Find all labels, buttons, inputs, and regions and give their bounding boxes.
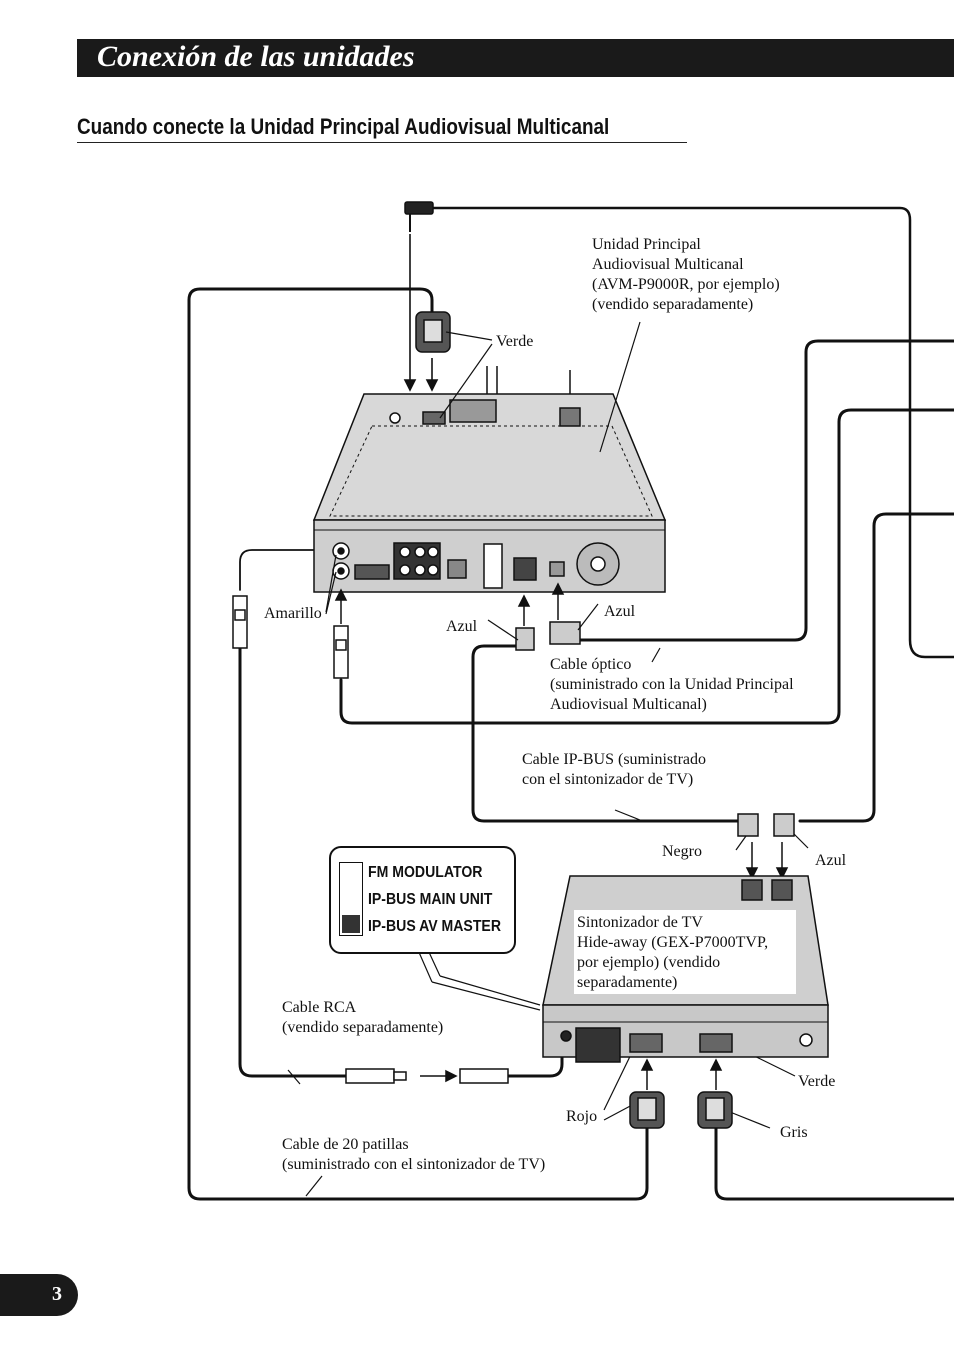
connectors-20pin-bottom	[629, 1058, 733, 1129]
label-gris: Gris	[780, 1124, 808, 1141]
page-subtitle: Cuando conecte la Unidad Principal Audio…	[77, 112, 687, 143]
section-title: Conexión de las unidades	[97, 40, 415, 73]
connectors-tuner-top	[737, 813, 795, 880]
cable-20pin-loop	[187, 287, 649, 1201]
label-cable-rca: Cable RCA (vendido separadamente)	[282, 999, 444, 1036]
head-unit	[312, 366, 667, 593]
connector-20pin-top	[415, 311, 451, 353]
mode-switch	[339, 862, 363, 936]
switch-option-fm-modulator: FM MODULATOR	[368, 864, 483, 881]
label-verde-top: Verde	[496, 333, 534, 350]
label-cable-20: Cable de 20 patillas (suministrado con e…	[282, 1136, 546, 1173]
page-number-tab: 3	[0, 1274, 78, 1316]
label-azul-left: Azul	[446, 618, 478, 635]
head-unit-label: Unidad Principal Audiovisual Multicanal …	[592, 236, 780, 313]
cable-ipbus	[471, 644, 740, 823]
cable-yellow	[339, 408, 954, 725]
mini-plug	[404, 201, 434, 232]
mode-switch-knob	[342, 915, 360, 933]
connector-azul-right	[549, 582, 581, 645]
cable-rca-down	[238, 646, 348, 1078]
leader-lines	[287, 321, 809, 1197]
mode-switch-callout: FM MODULATOR IP-BUS MAIN UNIT IP-BUS AV …	[329, 846, 516, 954]
switch-option-ipbus-main-unit: IP-BUS MAIN UNIT	[368, 891, 493, 908]
connector-azul-left	[515, 594, 535, 651]
cable-rca-right	[506, 1038, 564, 1078]
label-amarillo: Amarillo	[264, 605, 322, 622]
section-title-bar: Conexión de las unidades	[77, 39, 954, 77]
cable-gris	[714, 1126, 954, 1201]
label-rojo: Rojo	[566, 1108, 598, 1125]
arrows-top	[403, 234, 439, 392]
cable-azul-tuner	[798, 512, 954, 823]
tuner-label: Sintonizador de TV Hide-away (GEX-P7000T…	[577, 914, 769, 991]
cable-top-right	[430, 206, 954, 659]
rca-cable-plugs	[345, 1068, 509, 1084]
tuner-label-box: Sintonizador de TV Hide-away (GEX-P7000T…	[574, 910, 796, 994]
label-cable-ipbus: Cable IP-BUS (suministrado con el sinton…	[522, 751, 706, 788]
label-negro: Negro	[662, 843, 702, 860]
label-azul-right: Azul	[604, 603, 636, 620]
cable-optical	[576, 339, 954, 642]
rca-plug-yellow	[232, 588, 349, 679]
cable-rca-loop	[239, 549, 335, 591]
switch-option-ipbus-av-master: IP-BUS AV MASTER	[368, 918, 501, 935]
page-number: 3	[52, 1283, 62, 1305]
label-azul-tuner: Azul	[815, 852, 847, 869]
label-verde-bottom: Verde	[798, 1073, 836, 1090]
label-cable-optico: Cable óptico (suministrado con la Unidad…	[550, 656, 794, 713]
